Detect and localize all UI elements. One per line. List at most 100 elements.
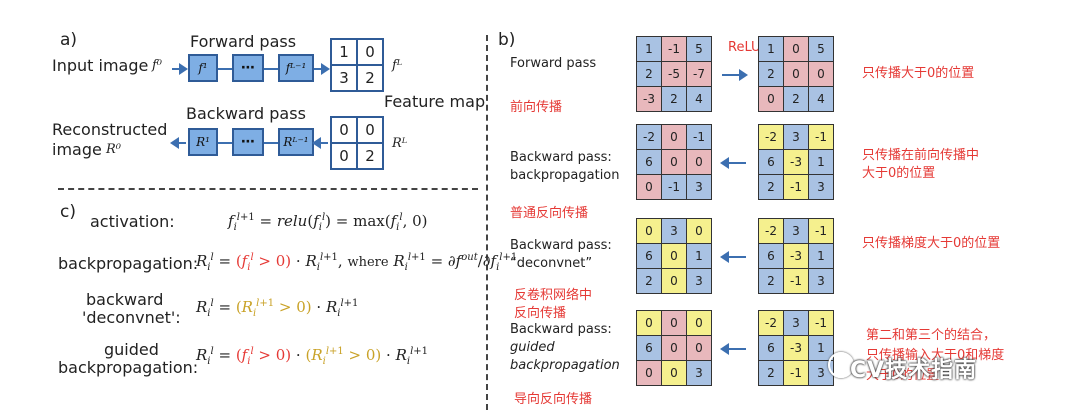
grid-cell: 3 bbox=[784, 125, 808, 149]
row2-title-2: backpropagation bbox=[510, 168, 620, 183]
fm-cell: 1 bbox=[332, 40, 356, 64]
row2-arrow bbox=[720, 157, 746, 169]
grid-cell: 2 bbox=[759, 62, 783, 86]
input-image-label: Input image bbox=[52, 56, 149, 75]
row4-cn: 导向反向传播 bbox=[514, 392, 593, 407]
grid-cell: 6 bbox=[637, 244, 661, 268]
backward-layer-last: Rᴸ⁻¹ bbox=[278, 128, 314, 156]
backward-arrow-2 bbox=[312, 137, 328, 149]
row3-title-2: “deconvnet” bbox=[510, 256, 593, 271]
horizontal-divider bbox=[58, 188, 478, 190]
row4-note-2: 只传播输入大于0和梯度 bbox=[866, 348, 1005, 363]
backward-connector-2 bbox=[264, 142, 278, 144]
watermark-icon bbox=[828, 352, 854, 378]
grid-cell: 2 bbox=[759, 175, 783, 199]
row2-title-1: Backward pass: bbox=[510, 150, 612, 165]
activation-label: activation: bbox=[90, 212, 175, 231]
grid-cell: 0 bbox=[687, 336, 711, 360]
backward-connector-1 bbox=[218, 142, 232, 144]
row3-arrow bbox=[720, 251, 746, 263]
grid-cell: 6 bbox=[759, 244, 783, 268]
row3-note: 只传播梯度大于0的位置 bbox=[862, 236, 1001, 251]
fm-cell: 0 bbox=[358, 118, 382, 142]
forward-layer-dots: ⋯ bbox=[232, 54, 264, 82]
grid-cell: 0 bbox=[809, 62, 833, 86]
grid-cell: 2 bbox=[759, 269, 783, 293]
fm-cell: 2 bbox=[358, 144, 382, 168]
grid-cell: 5 bbox=[687, 37, 711, 61]
forward-arrow-2 bbox=[314, 63, 330, 75]
deconvnet-formula: Ril = (Ril+1 > 0) · Ril+1 bbox=[196, 298, 359, 319]
grid-cell: 0 bbox=[687, 311, 711, 335]
grid-cell: 3 bbox=[662, 219, 686, 243]
deconvnet-label-1: backward bbox=[86, 290, 164, 309]
fm-cell: 2 bbox=[358, 66, 382, 90]
forward-pass-title: Forward pass bbox=[190, 32, 297, 51]
grid-cell: 5 bbox=[809, 37, 833, 61]
row4-note-1: 第二和第三个的结合， bbox=[866, 328, 997, 343]
fm-cell: 0 bbox=[332, 118, 356, 142]
grid-cell: 4 bbox=[809, 87, 833, 111]
grid-cell: 1 bbox=[809, 336, 833, 360]
row2-note-2: 大于0的位置 bbox=[862, 166, 936, 181]
row3-cn-1: 反卷积网络中 bbox=[514, 288, 593, 303]
grid-cell: -7 bbox=[687, 62, 711, 86]
relu-label: ReLU bbox=[728, 40, 761, 55]
forward-arrow-1 bbox=[172, 63, 188, 75]
grid-cell: 0 bbox=[662, 150, 686, 174]
fm-cell: 0 bbox=[332, 144, 356, 168]
grid-cell: -3 bbox=[784, 150, 808, 174]
grid-cell: -1 bbox=[662, 37, 686, 61]
row4-note-3: 大于0的位置 bbox=[866, 368, 940, 383]
watermark: CV技术指南 bbox=[850, 358, 978, 383]
grid-cell: 3 bbox=[809, 175, 833, 199]
forward-feature-matrix: 1 0 3 2 bbox=[330, 38, 384, 92]
grid-cell: 0 bbox=[637, 175, 661, 199]
backward-out-symbol: Rᴸ bbox=[392, 136, 408, 151]
recon-label-1: Reconstructed bbox=[52, 120, 168, 139]
panel-c-label: c) bbox=[60, 202, 76, 222]
where-text: where bbox=[347, 255, 389, 270]
grid-cell: 3 bbox=[809, 269, 833, 293]
grid-cell: -1 bbox=[809, 311, 833, 335]
grid-cell: 0 bbox=[662, 244, 686, 268]
grid-cell: -1 bbox=[662, 175, 686, 199]
grid-cell: -1 bbox=[784, 175, 808, 199]
grid-cell: -3 bbox=[637, 87, 661, 111]
row3-cn-2: 反向传播 bbox=[514, 306, 567, 321]
grid-cell: 2 bbox=[637, 269, 661, 293]
panel-a-label: a) bbox=[60, 30, 78, 50]
grid-cell: 0 bbox=[662, 336, 686, 360]
grid-cell: 0 bbox=[784, 62, 808, 86]
grid-cell: 1 bbox=[637, 37, 661, 61]
grid-cell: 3 bbox=[687, 175, 711, 199]
grid-cell: 2 bbox=[784, 87, 808, 111]
grid-cell: -1 bbox=[784, 361, 808, 385]
grid-cell: 0 bbox=[759, 87, 783, 111]
grid-cell: -1 bbox=[809, 219, 833, 243]
backprop-label: backpropagation: bbox=[58, 254, 199, 273]
grid-cell: 1 bbox=[809, 150, 833, 174]
panel-b-label: b) bbox=[498, 30, 516, 50]
grid-cell: 0 bbox=[637, 219, 661, 243]
grid-cell: 1 bbox=[759, 37, 783, 61]
guided-formula: Ril = (fil > 0) · (Ril+1 > 0) · Ril+1 bbox=[196, 346, 429, 367]
grid-cell: -1 bbox=[809, 125, 833, 149]
grid-cell: -3 bbox=[784, 336, 808, 360]
forward-layer-first: f¹ bbox=[188, 54, 218, 82]
grid-cell: 0 bbox=[687, 219, 711, 243]
guided-label-1: guided bbox=[104, 340, 159, 359]
grid-cell: 0 bbox=[662, 311, 686, 335]
backward-layer-dots: ⋯ bbox=[232, 128, 264, 156]
deconvnet-label-2: 'deconvnet': bbox=[82, 308, 181, 327]
grid-cell: 0 bbox=[687, 150, 711, 174]
grid-cell: 3 bbox=[687, 361, 711, 385]
grid-cell: 0 bbox=[637, 311, 661, 335]
grid-cell: 0 bbox=[784, 37, 808, 61]
backward-layer-first: R¹ bbox=[188, 128, 218, 156]
backprop-formula: Ril = (fil > 0) · Ril+1, where Ril+1 = ∂… bbox=[196, 252, 518, 273]
grid-cell: 1 bbox=[687, 244, 711, 268]
